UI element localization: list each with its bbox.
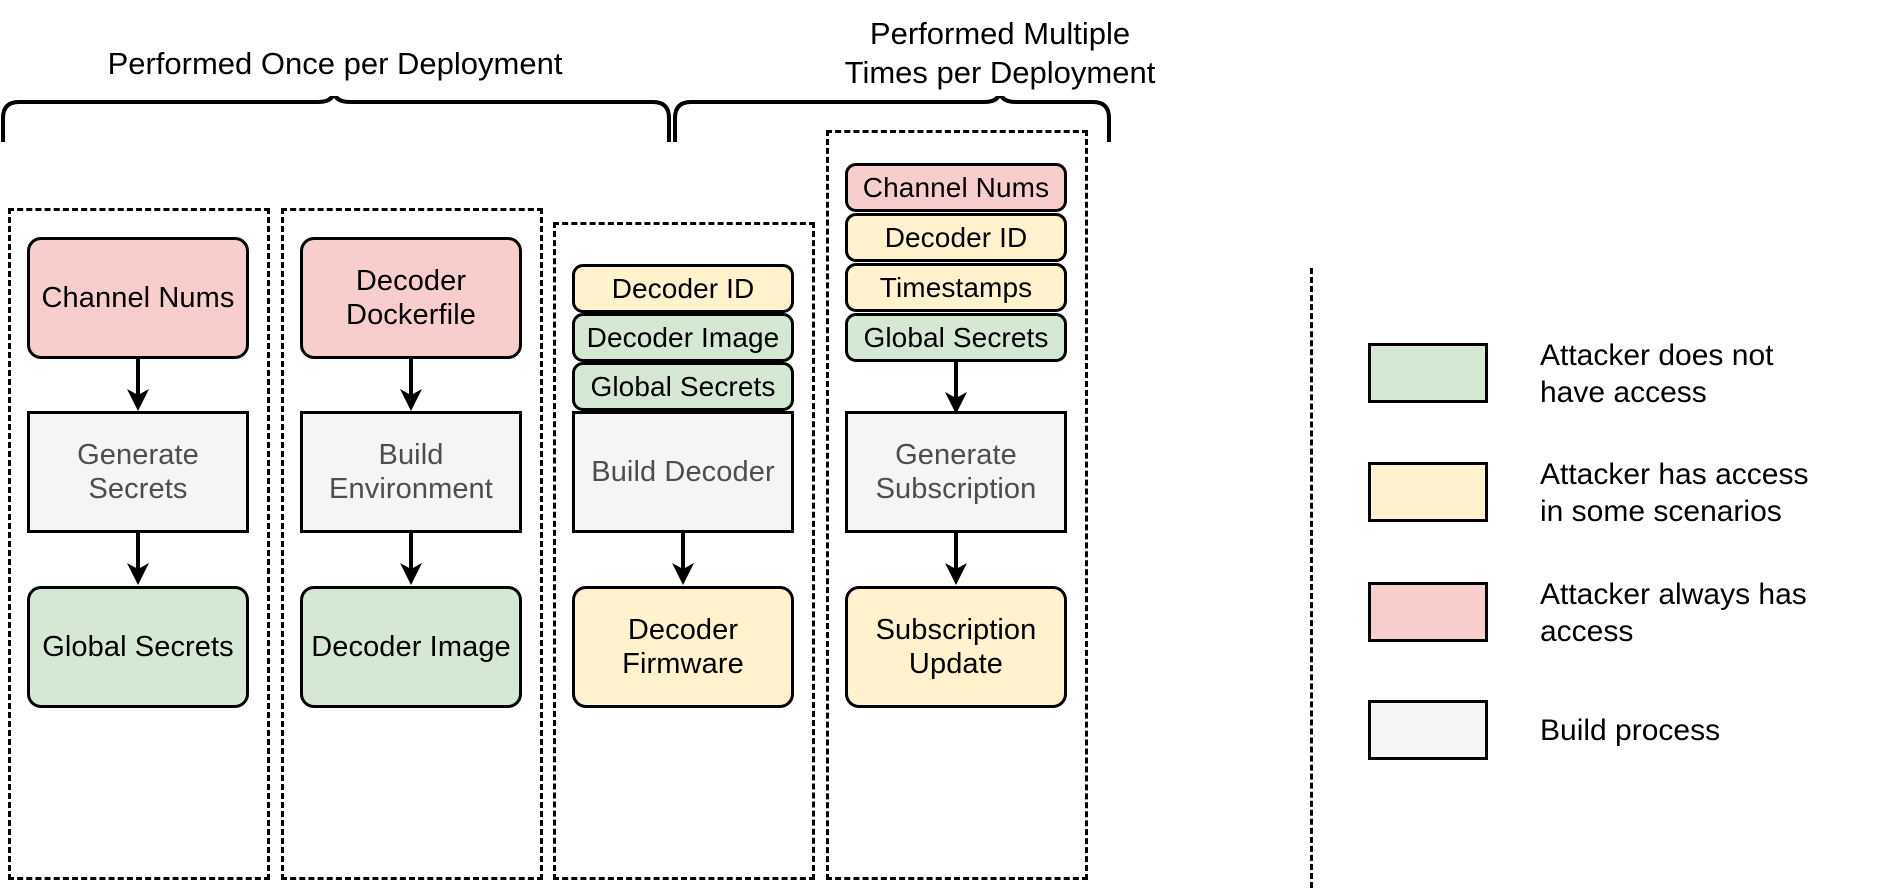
node-build-environment-process[interactable]: Build Environment [300, 411, 522, 533]
node-global-secrets-c1[interactable]: Global Secrets [27, 586, 249, 708]
brace-once [1, 96, 671, 142]
legend-label-always-access: Attacker always has access [1540, 578, 1807, 648]
node-channel-nums-c4[interactable]: Channel Nums [845, 163, 1067, 212]
group-title-once: Performed Once per Deployment [107, 46, 563, 81]
legend-divider [1310, 268, 1313, 888]
node-decoder-id-c4[interactable]: Decoder ID [845, 213, 1067, 262]
node-decoder-image-c3[interactable]: Decoder Image [572, 313, 794, 362]
group-build-decoder [553, 222, 815, 880]
arrow-c4-bottom [945, 533, 967, 585]
arrow-c2-bottom [400, 533, 422, 585]
group-generate-subscription [826, 130, 1088, 880]
group-generate-secrets [8, 208, 270, 880]
node-build-decoder-process[interactable]: Build Decoder [572, 411, 794, 533]
brace-multiple [673, 96, 1111, 142]
legend-swatch-no-access [1368, 343, 1488, 403]
node-decoder-id-c3[interactable]: Decoder ID [572, 264, 794, 313]
legend-swatch-build-process [1368, 700, 1488, 760]
node-decoder-image-c2[interactable]: Decoder Image [300, 586, 522, 708]
legend-swatch-some-access [1368, 462, 1488, 522]
arrow-c2-top [400, 359, 422, 411]
node-decoder-firmware[interactable]: Decoder Firmware [572, 586, 794, 708]
legend-label-some-access: Attacker has access in some scenarios [1540, 458, 1809, 528]
node-channel-nums-c1[interactable]: Channel Nums [27, 237, 249, 359]
group-title-multiple: Performed Multiple Times per Deployment [844, 16, 1156, 90]
arrow-c1-top [127, 359, 149, 411]
node-decoder-dockerfile[interactable]: Decoder Dockerfile [300, 237, 522, 359]
arrow-c4-top [945, 362, 967, 414]
node-subscription-update[interactable]: Subscription Update [845, 586, 1067, 708]
legend-label-no-access: Attacker does not have access [1540, 339, 1774, 409]
node-global-secrets-c3[interactable]: Global Secrets [572, 362, 794, 411]
legend-swatch-always-access [1368, 582, 1488, 642]
group-build-environment [281, 208, 543, 880]
arrow-c1-bottom [127, 533, 149, 585]
node-timestamps-c4[interactable]: Timestamps [845, 263, 1067, 312]
legend-label-build-process: Build process [1540, 714, 1721, 747]
node-global-secrets-c4[interactable]: Global Secrets [845, 313, 1067, 362]
node-generate-secrets-process[interactable]: Generate Secrets [27, 411, 249, 533]
arrow-c3-bottom [672, 533, 694, 585]
node-generate-subscription-process[interactable]: Generate Subscription [845, 411, 1067, 533]
